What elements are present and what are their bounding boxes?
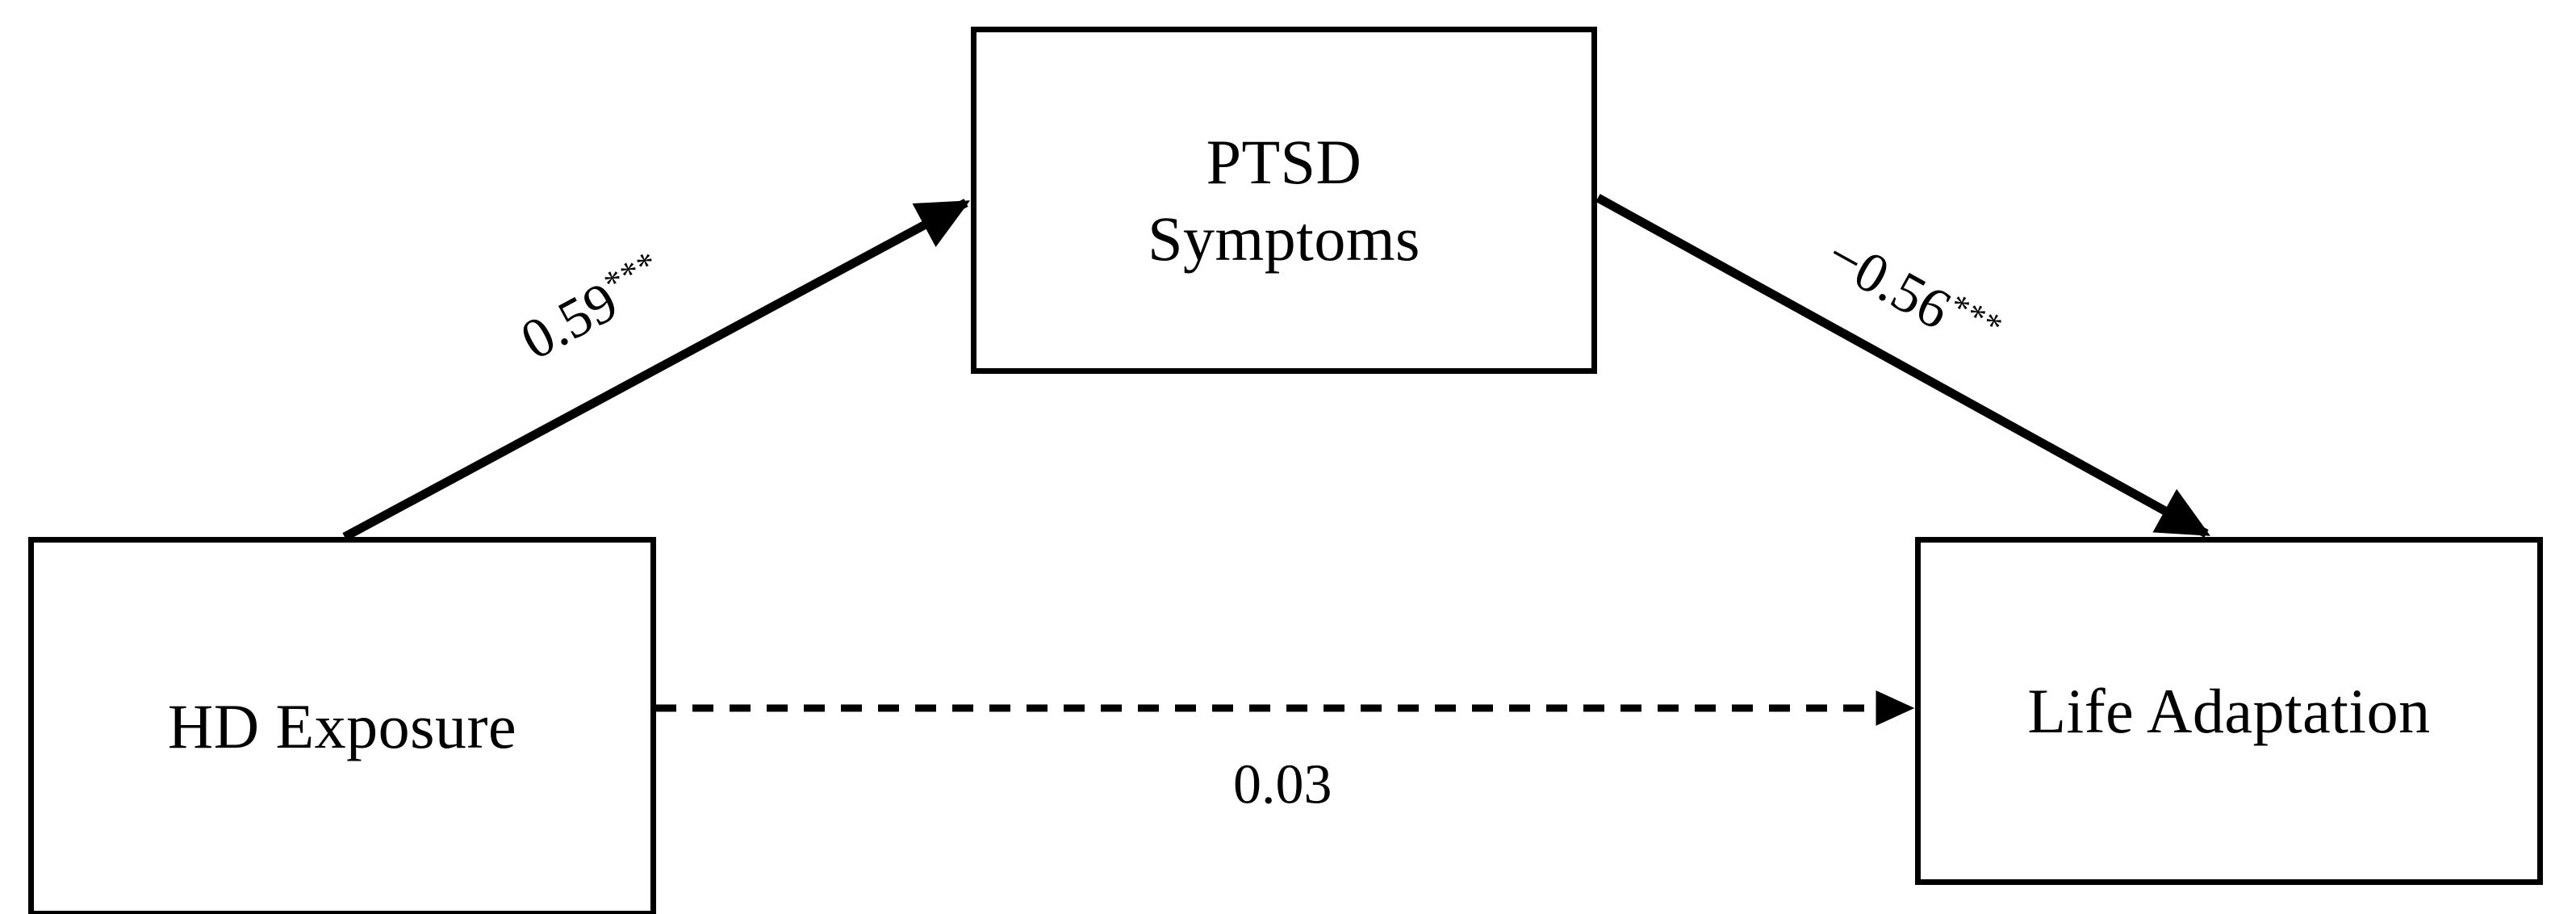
node-ptsd-symptoms-label: PTSD Symptoms <box>1148 126 1420 274</box>
node-life-adaptation-label: Life Adaptation <box>2027 675 2431 746</box>
node-ptsd-symptoms[interactable]: PTSD Symptoms <box>971 27 1597 374</box>
node-hd-exposure-label: HD Exposure <box>167 691 517 762</box>
edge-b-path-line <box>1595 194 2210 538</box>
node-life-adaptation[interactable]: Life Adaptation <box>1915 537 2543 885</box>
node-hd-exposure[interactable]: HD Exposure <box>28 537 656 914</box>
edge-c-coefficient: 0.03 <box>1233 753 1332 816</box>
edge-label-c-path: 0.03 <box>1233 755 1332 813</box>
edge-a-path-line <box>342 199 971 541</box>
